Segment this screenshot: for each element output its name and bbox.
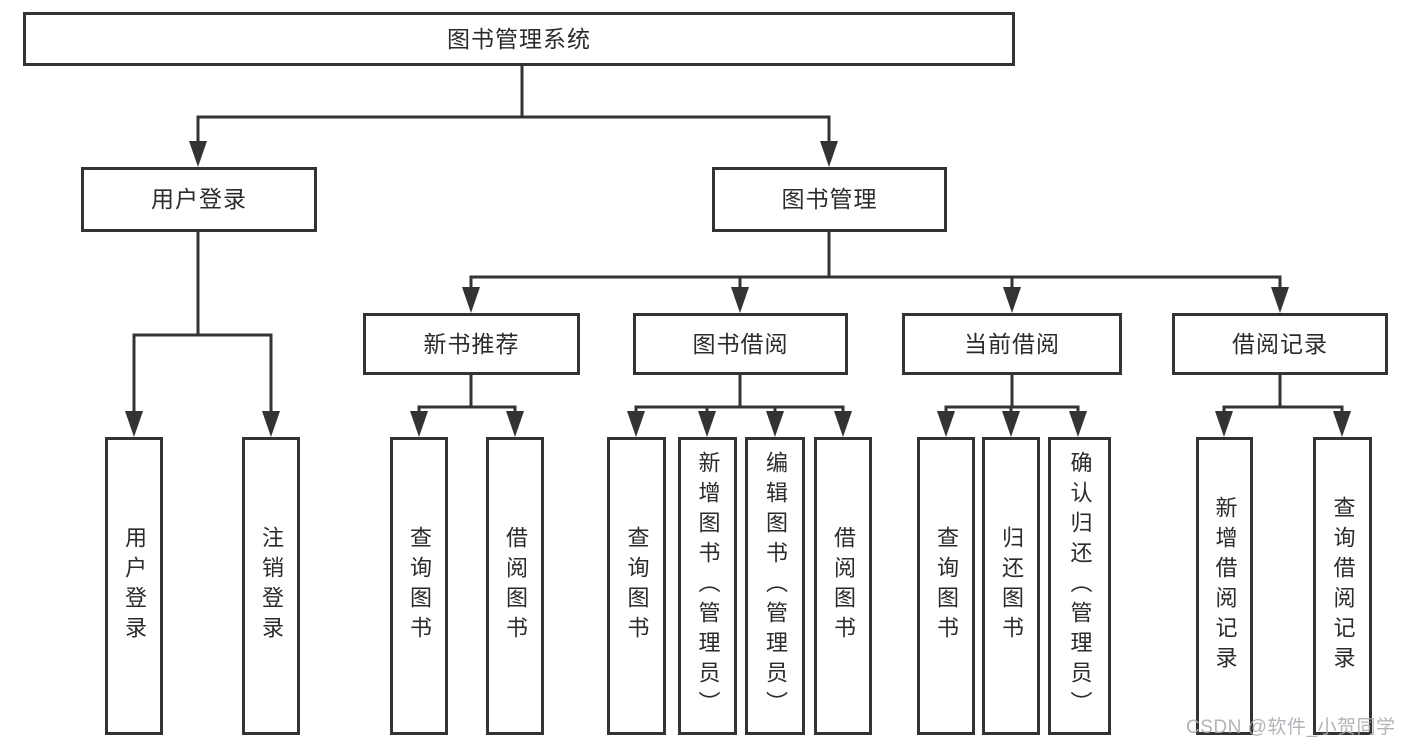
leaf-query-books-borrow: 查询图书 [607, 437, 666, 735]
leaf-query-borrow-record: 查询借阅记录 [1313, 437, 1372, 735]
connector-new-book-to-leaves [417, 373, 517, 427]
leaf-confirm-return-admin: 确认归还（管理员） [1048, 437, 1111, 735]
leaf-add-borrow-record: 新增借阅记录 [1196, 437, 1253, 735]
connector-book-management-to-level3 [469, 230, 1282, 303]
node-borrow-record: 借阅记录 [1172, 313, 1388, 375]
leaf-query-books-current: 查询图书 [917, 437, 975, 735]
leaf-return-book: 归还图书 [982, 437, 1040, 735]
arrowheads [125, 141, 1351, 437]
node-new-book-recommend: 新书推荐 [363, 313, 580, 375]
connector-root-to-level2 [196, 64, 831, 157]
node-root: 图书管理系统 [23, 12, 1015, 66]
leaf-edit-book-admin: 编辑图书（管理员） [745, 437, 805, 735]
leaf-user-login: 用户登录 [105, 437, 163, 735]
node-book-borrow: 图书借阅 [633, 313, 848, 375]
leaf-borrow-books-borrow: 借阅图书 [814, 437, 872, 735]
leaf-logout: 注销登录 [242, 437, 300, 735]
node-current-borrow: 当前借阅 [902, 313, 1122, 375]
connector-user-login-to-leaves [132, 230, 273, 427]
leaf-borrow-books-newbook: 借阅图书 [486, 437, 544, 735]
node-user-login: 用户登录 [81, 167, 317, 232]
leaf-add-book-admin: 新增图书（管理员） [678, 437, 737, 735]
leaf-query-books-newbook: 查询图书 [390, 437, 448, 735]
connector-borrow-record-to-leaves [1222, 373, 1344, 427]
connector-book-borrow-to-leaves [634, 373, 845, 427]
csdn-watermark: CSDN @软件_小贺同学 [1186, 717, 1396, 738]
node-book-management: 图书管理 [712, 167, 947, 232]
